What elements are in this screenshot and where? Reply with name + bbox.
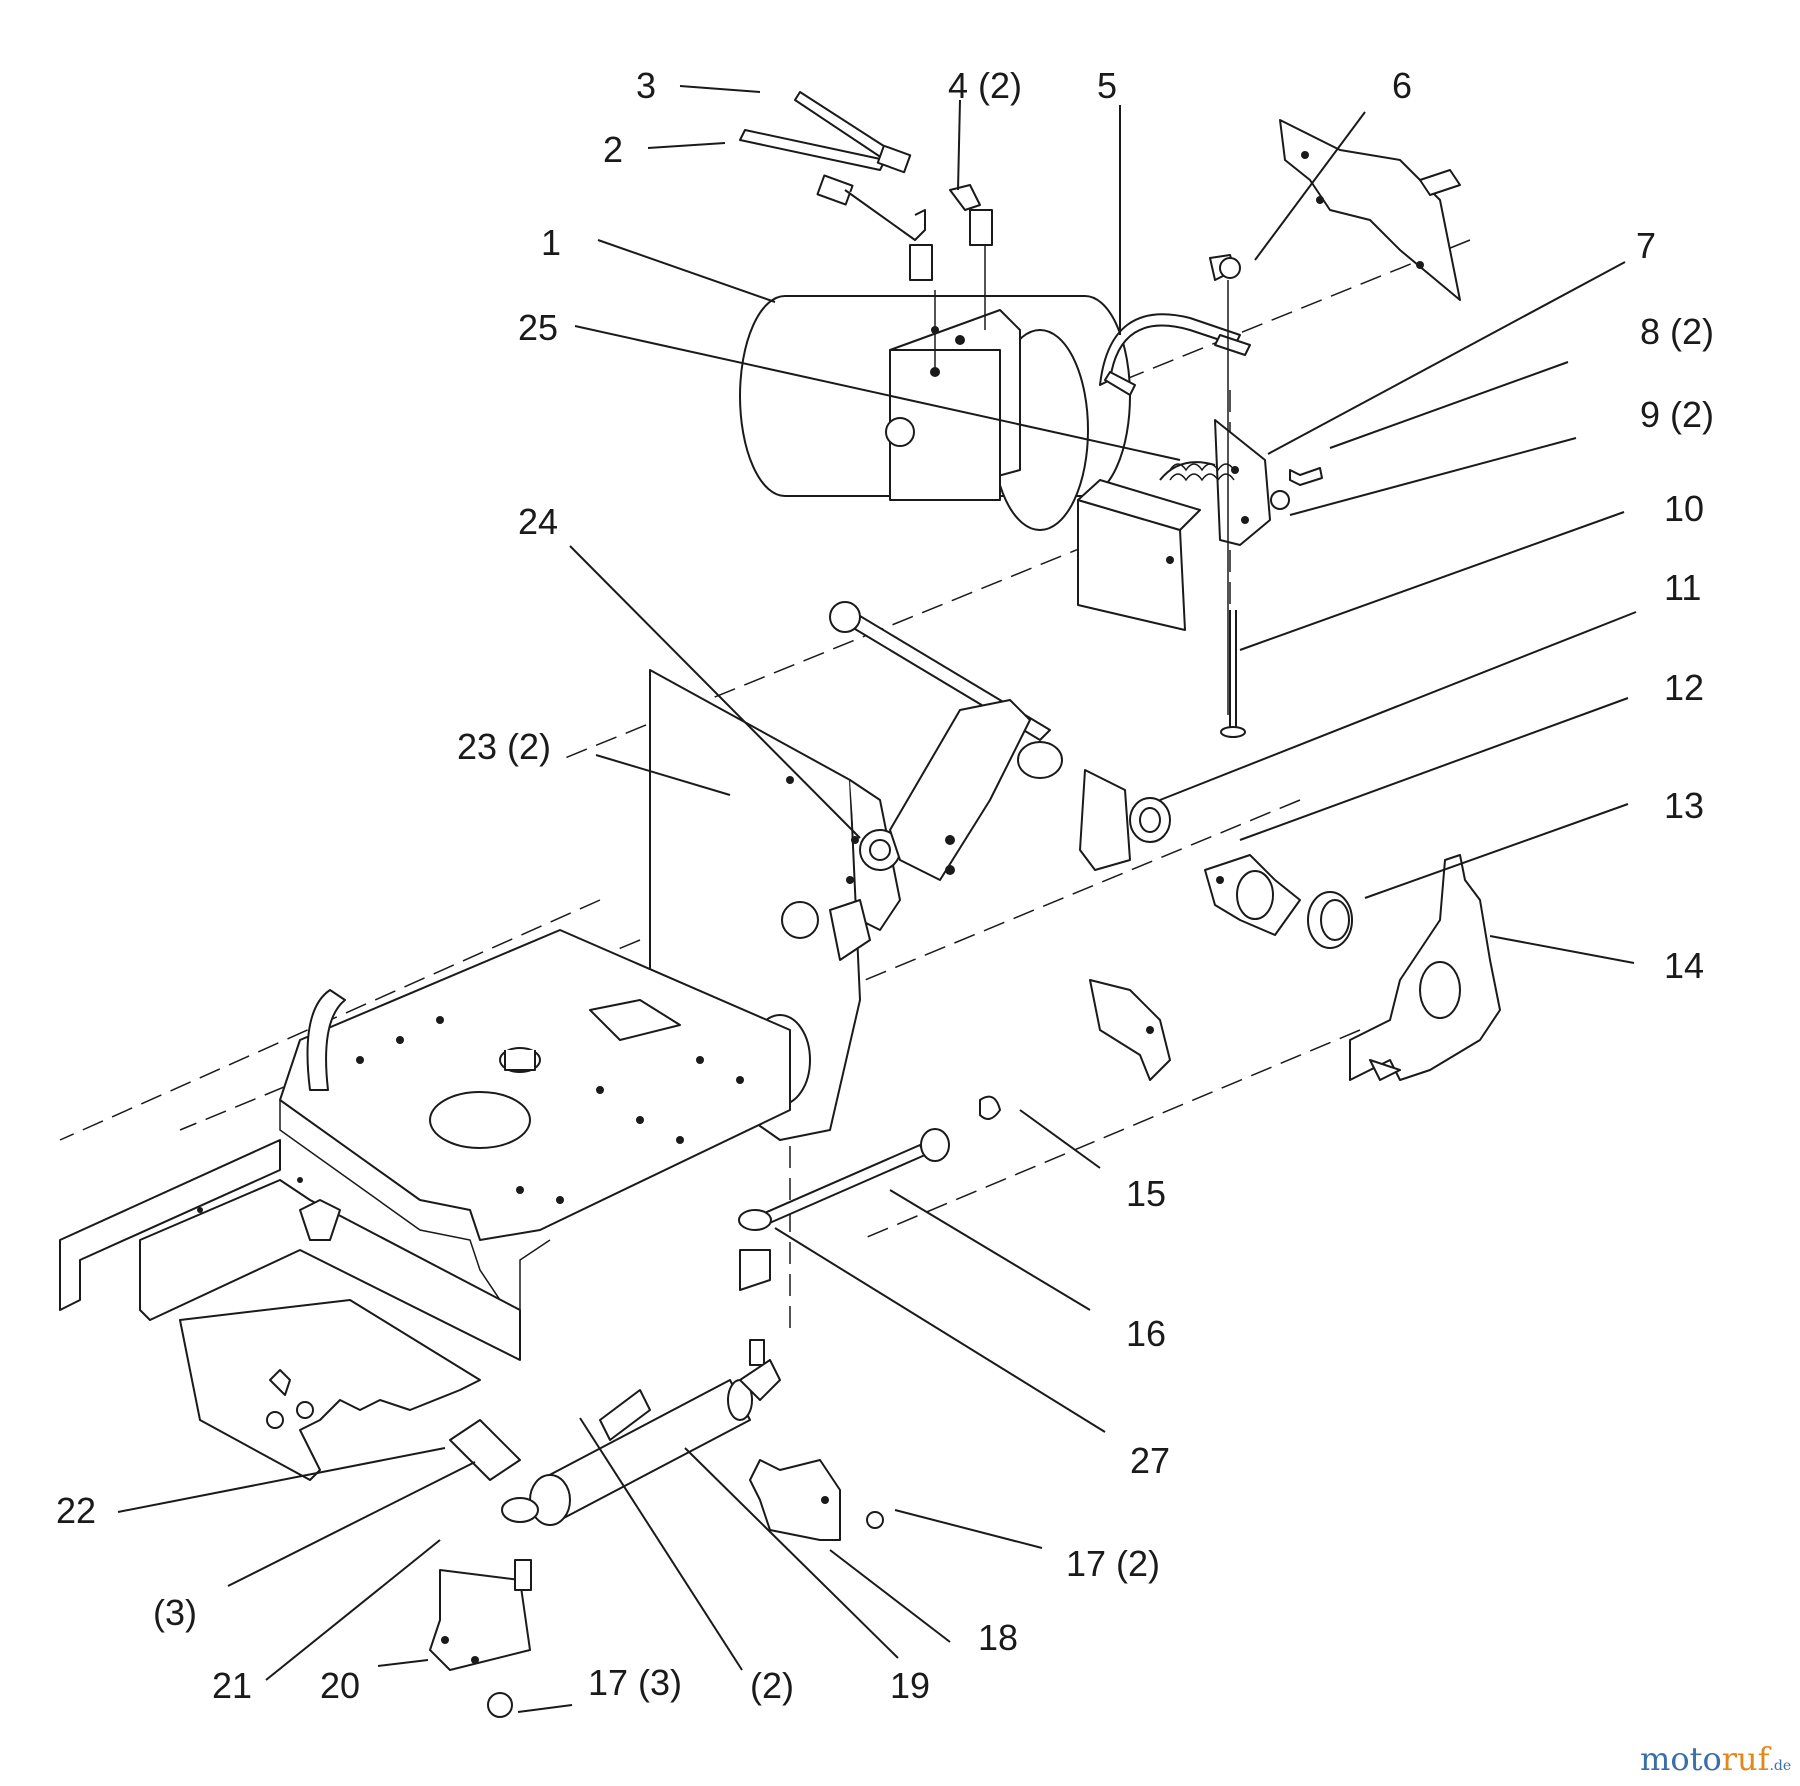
- callout-23: 23 (2): [457, 726, 551, 767]
- tank-bracket: [1279, 119, 1461, 301]
- leader-lines: [117, 85, 1637, 1713]
- callout-24: 24: [518, 501, 558, 542]
- callout-10: 10: [1664, 488, 1704, 529]
- callout-25: 25: [518, 307, 558, 348]
- seal-ring: [1307, 891, 1353, 949]
- watermark-part1: moto: [1640, 1740, 1722, 1778]
- watermark-part2: ruf: [1722, 1740, 1772, 1778]
- lower-frame: [179, 1199, 481, 1481]
- callout-21: 21: [212, 1665, 252, 1706]
- callout-5: 5: [1097, 65, 1117, 106]
- hydraulic-cylinder: [449, 1359, 781, 1526]
- callout-16: 16: [1126, 1313, 1166, 1354]
- svg-text:motoruf.de: motoruf.de: [1640, 1740, 1791, 1778]
- frame-rail-left: [59, 1139, 521, 1361]
- callout-3-qty: (3): [153, 1592, 197, 1633]
- washer-pin: [738, 1209, 772, 1366]
- callout-15: 15: [1126, 1173, 1166, 1214]
- callout-9: 9 (2): [1640, 394, 1714, 435]
- callout-13: 13: [1664, 785, 1704, 826]
- cylinder-bracket: [429, 1559, 532, 1718]
- callout-4: 4 (2): [948, 65, 1022, 106]
- callout-18: 18: [978, 1617, 1018, 1658]
- callout-20: 20: [320, 1665, 360, 1706]
- callout-22: 22: [56, 1490, 96, 1531]
- callout-12: 12: [1664, 667, 1704, 708]
- callout-8: 8 (2): [1640, 311, 1714, 352]
- lower-bracket: [749, 1459, 884, 1541]
- callout-19: 19: [890, 1665, 930, 1706]
- watermark-logo: motoruf.de: [1640, 1740, 1791, 1778]
- hose-fittings: [739, 91, 993, 281]
- callout-2-qty: (2): [750, 1665, 794, 1706]
- frame-right: [1089, 979, 1171, 1081]
- callout-14: 14: [1664, 945, 1704, 986]
- callout-27: 27: [1130, 1440, 1170, 1481]
- callout-labels: 3 4 (2) 5 6 2 1 7 8 (2) 25 9 (2) 10 24 1…: [56, 65, 1714, 1706]
- hose-loop: [306, 989, 346, 1091]
- callout-7: 7: [1636, 225, 1656, 266]
- side-plate: [1349, 854, 1501, 1081]
- bushing: [1079, 769, 1171, 871]
- watermark-suffix: .de: [1769, 1758, 1791, 1774]
- main-frame: [279, 929, 791, 1333]
- callout-17-2: 17 (2): [1066, 1543, 1160, 1584]
- callout-11: 11: [1664, 567, 1701, 608]
- pump-assembly: [739, 240, 1131, 531]
- callout-6: 6: [1392, 65, 1412, 106]
- flange-bearing: [1204, 854, 1301, 936]
- callout-1: 1: [541, 222, 561, 263]
- callout-17-3: 17 (3): [588, 1662, 682, 1703]
- callout-2: 2: [603, 129, 623, 170]
- callout-3: 3: [636, 65, 656, 106]
- pivot-shaft: [829, 601, 1063, 881]
- clamp-bracket-assembly: [1077, 254, 1323, 738]
